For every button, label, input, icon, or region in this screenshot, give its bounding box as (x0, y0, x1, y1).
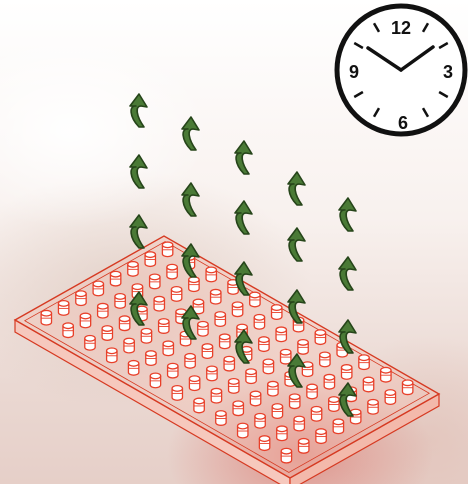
microplate-icon (15, 236, 439, 484)
microplate-well (189, 376, 199, 391)
microplate-well (316, 429, 326, 444)
microplate-well (272, 404, 282, 419)
clock-numeral-9: 9 (349, 62, 359, 82)
microplate-well (146, 351, 156, 366)
microplate-well (145, 252, 155, 267)
evaporation-arrow-icon (235, 141, 252, 174)
evaporation-arrow-icon (235, 201, 252, 234)
evaporation-arrow-icon (182, 117, 199, 150)
clock-numeral-12: 12 (391, 18, 411, 38)
microplate-well (211, 388, 221, 403)
microplate-well (207, 366, 217, 381)
evaporation-arrow-icon (130, 155, 147, 188)
microplate-well (198, 322, 208, 337)
evaporation-arrow-icon (182, 183, 199, 216)
microplate-well (259, 436, 269, 451)
microplate-well (368, 400, 378, 415)
microplate-well (215, 312, 225, 327)
microplate-well (263, 359, 273, 374)
microplate-well (128, 361, 138, 376)
microplate-well (115, 294, 125, 309)
clock-numeral-3: 3 (443, 62, 453, 82)
microplate-well (259, 337, 269, 352)
microplate-well (272, 305, 282, 320)
microplate-well (76, 291, 86, 306)
microplate-well (246, 369, 256, 384)
microplate-well (220, 334, 230, 349)
microplate-well (168, 363, 178, 378)
microplate-well (281, 448, 291, 463)
microplate-well (298, 340, 308, 355)
microplate-well (93, 281, 103, 296)
microplate-well (124, 338, 134, 353)
microplate-well (381, 367, 391, 382)
microplate-well (107, 348, 117, 363)
microplate-well (98, 303, 108, 318)
microplate-well (119, 316, 129, 331)
microplate-well (311, 407, 321, 422)
microplate-well (185, 354, 195, 369)
evaporation-arrow-icon (339, 257, 356, 290)
microplate-well (194, 398, 204, 413)
evaporation-arrow-icon (130, 215, 147, 248)
microplate-well (150, 373, 160, 388)
microplate-well (141, 329, 151, 344)
microplate-well (159, 319, 169, 334)
clock-icon: 12 3 6 9 (337, 6, 465, 134)
microplate-well (202, 344, 212, 359)
microplate-well (402, 380, 412, 395)
microplate-well (150, 274, 160, 289)
microplate-well (307, 384, 317, 399)
microplate-well (163, 341, 173, 356)
microplate-well (211, 289, 221, 304)
microplate-well (294, 416, 304, 431)
microplate-well (162, 242, 172, 257)
microplate-well (206, 267, 216, 282)
microplate-well (250, 292, 260, 307)
microplate-well (128, 262, 138, 277)
microplate-well (254, 315, 264, 330)
microplate-well (172, 386, 182, 401)
clock-numeral-6: 6 (398, 113, 408, 133)
evaporation-arrow-icon (130, 94, 147, 127)
microplate-well (329, 397, 339, 412)
microplate-well (41, 310, 51, 325)
microplate-well (216, 411, 226, 426)
microplate-well (385, 390, 395, 405)
evaporation-arrow-icon (339, 198, 356, 231)
microplate-well (290, 394, 300, 409)
microplate-well (268, 381, 278, 396)
microplate-well (277, 426, 287, 441)
microplate-well (189, 277, 199, 292)
microplate-well (320, 352, 330, 367)
microplate-well (250, 391, 260, 406)
microplate-well (224, 356, 234, 371)
microplate-well (342, 365, 352, 380)
evaporation-arrow-icon (288, 228, 305, 261)
microplate-well (233, 401, 243, 416)
microplate-well (102, 326, 112, 341)
microplate-well (154, 296, 164, 311)
evaporation-arrow-icon (288, 172, 305, 205)
microplate-well (167, 264, 177, 279)
microplate-well (299, 439, 309, 454)
microplate-well (324, 374, 334, 389)
microplate-well (232, 302, 242, 317)
microplate-well (80, 313, 90, 328)
microplate-well (315, 330, 325, 345)
microplate-well (276, 327, 286, 342)
microplate-well (238, 423, 248, 438)
microplate-well (333, 419, 343, 434)
microplate-well (229, 379, 239, 394)
microplate-well (58, 301, 68, 316)
microplate-well (85, 335, 95, 350)
microplate-well (255, 414, 265, 429)
microplate-well (110, 271, 120, 286)
microplate-well (363, 377, 373, 392)
microplate-well (171, 287, 181, 302)
microplate-well (281, 349, 291, 364)
microplate-well (359, 355, 369, 370)
microplate-well (63, 323, 73, 338)
